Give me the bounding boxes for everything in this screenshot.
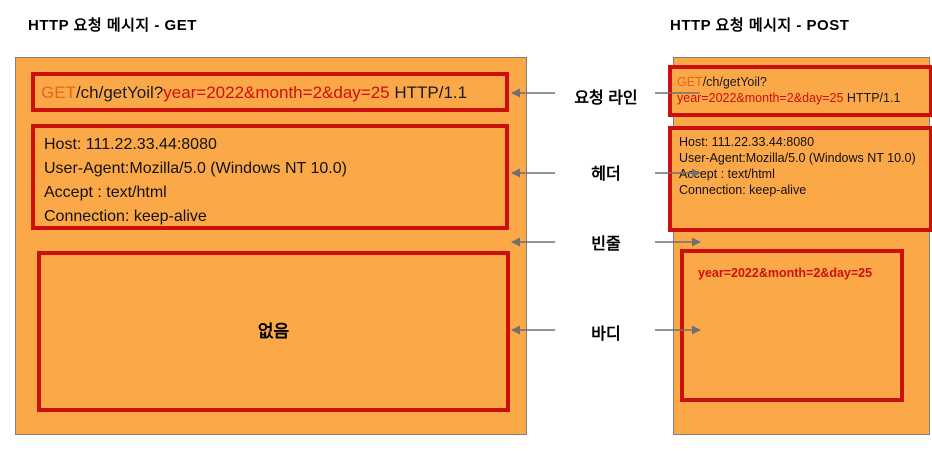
get-headers-box: Host: 111.22.33.44:8080 User-Agent:Mozil… <box>31 124 509 230</box>
post-body-box: year=2022&month=2&day=25 <box>680 249 904 402</box>
header-line: Host: 111.22.33.44:8080 <box>44 136 217 153</box>
get-header-list: Host: 111.22.33.44:8080 User-Agent:Mozil… <box>44 133 347 229</box>
get-request-path: /ch/getYoil? <box>75 83 164 102</box>
post-query-string: year=2022&month=2&day=25 <box>677 91 844 105</box>
post-request-line-text: GET/ch/getYoil? year=2022&month=2&day=25… <box>677 74 900 106</box>
annotation-body: 바디 <box>591 326 621 343</box>
header-line: Connection: keep-alive <box>44 208 207 225</box>
get-panel-title: HTTP 요청 메시지 - GET <box>28 17 197 34</box>
get-body-box: 없음 <box>37 251 510 412</box>
post-request-path: /ch/getYoil? <box>702 75 767 89</box>
annotation-request-line: 요청 라인 <box>574 90 638 107</box>
post-header-list: Host: 111.22.33.44:8080 User-Agent:Mozil… <box>679 134 916 198</box>
post-http-version: HTTP/1.1 <box>843 91 901 105</box>
get-request-line-text: GET/ch/getYoil?year=2022&month=2&day=25 … <box>41 83 467 103</box>
post-panel-title: HTTP 요청 메시지 - POST <box>670 17 850 34</box>
annotation-blank-line: 빈줄 <box>591 236 621 253</box>
get-query-string: year=2022&month=2&day=25 <box>163 83 390 102</box>
get-request-line-box: GET/ch/getYoil?year=2022&month=2&day=25 … <box>31 72 509 112</box>
header-line: Accept : text/html <box>679 167 775 181</box>
header-line: Connection: keep-alive <box>679 183 807 197</box>
header-line: Accept : text/html <box>44 184 167 201</box>
get-http-method: GET <box>41 83 76 102</box>
get-http-version: HTTP/1.1 <box>389 83 468 102</box>
annotation-header: 헤더 <box>591 166 621 183</box>
post-headers-box: Host: 111.22.33.44:8080 User-Agent:Mozil… <box>668 126 932 232</box>
post-http-method: GET <box>677 75 703 89</box>
get-body-text: 없음 <box>257 322 290 341</box>
header-line: User-Agent:Mozilla/5.0 (Windows NT 10.0) <box>44 160 347 177</box>
post-body-text: year=2022&month=2&day=25 <box>698 266 873 280</box>
header-line: Host: 111.22.33.44:8080 <box>679 135 815 149</box>
post-request-line-box: GET/ch/getYoil? year=2022&month=2&day=25… <box>668 65 932 117</box>
header-line: User-Agent:Mozilla/5.0 (Windows NT 10.0) <box>679 151 916 165</box>
